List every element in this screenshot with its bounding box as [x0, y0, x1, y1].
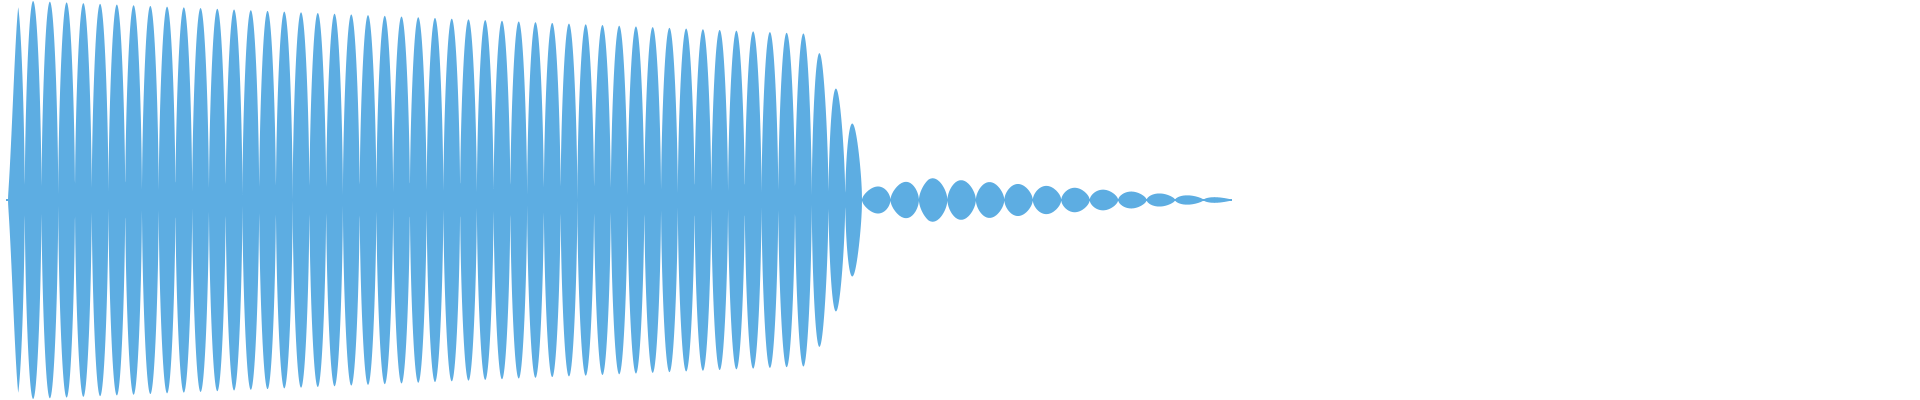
waveform-display	[6, 1, 1232, 399]
audio-waveform	[6, 1, 1232, 399]
